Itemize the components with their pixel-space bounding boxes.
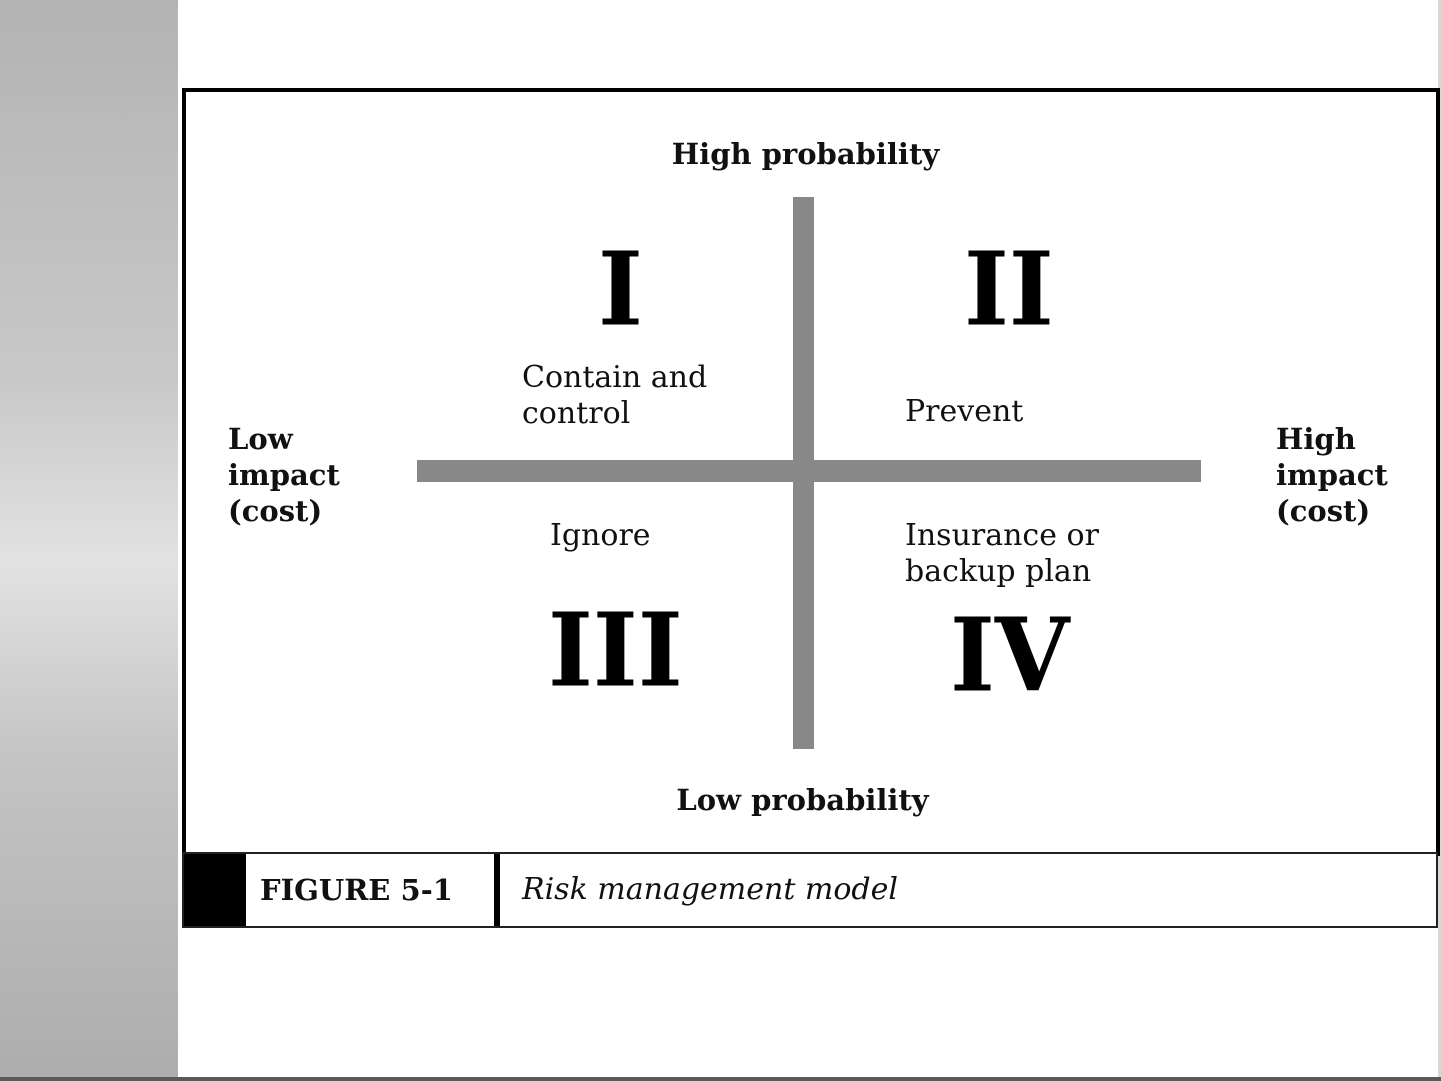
quadrant-strategy-line: Insurance or — [905, 518, 1099, 554]
quadrant-numeral-2: II — [964, 240, 1054, 341]
quadrant-numeral-1: I — [598, 240, 643, 341]
axis-label-high-probability: High probability — [0, 136, 1441, 172]
quadrant-strategy-line: Prevent — [905, 394, 1023, 430]
quadrant-strategy-line: backup plan — [905, 554, 1099, 590]
axis-label-top-text: High probability — [672, 136, 939, 172]
axis-label-low-probability: Low probability — [0, 782, 1441, 818]
figure-caption: FIGURE 5-1 Risk management model — [182, 852, 1438, 928]
quadrant-numeral-4: IV — [950, 606, 1069, 707]
axis-label-left-line: Low — [228, 421, 368, 457]
axis-label-right-line: High — [1276, 421, 1426, 457]
axis-label-left-line: (cost) — [228, 493, 368, 529]
axis-label-low-impact: Low impact (cost) — [228, 421, 368, 529]
caption-black-block — [184, 854, 246, 926]
axis-label-right-line: impact — [1276, 457, 1426, 493]
quadrant-strategy-3: Ignore — [550, 518, 651, 554]
axis-label-high-impact: High impact (cost) — [1276, 421, 1426, 529]
figure-number: FIGURE 5-1 — [260, 872, 453, 908]
quadrant-strategy-1: Contain and control — [522, 360, 707, 432]
quadrant-strategy-line: Contain and — [522, 360, 707, 396]
axis-label-left-line: impact — [228, 457, 368, 493]
bottom-edge-rule — [0, 1077, 1441, 1081]
quadrant-strategy-line: control — [522, 396, 707, 432]
quadrant-strategy-2: Prevent — [905, 394, 1023, 430]
quadrant-strategy-line: Ignore — [550, 518, 651, 554]
quadrant-strategy-4: Insurance or backup plan — [905, 518, 1099, 590]
caption-divider — [494, 854, 500, 926]
impact-axis — [417, 460, 1201, 482]
figure-title: Risk management model — [522, 872, 898, 908]
axis-label-bottom-text: Low probability — [676, 783, 928, 817]
axis-label-right-line: (cost) — [1276, 493, 1426, 529]
quadrant-numeral-3: III — [548, 601, 683, 702]
